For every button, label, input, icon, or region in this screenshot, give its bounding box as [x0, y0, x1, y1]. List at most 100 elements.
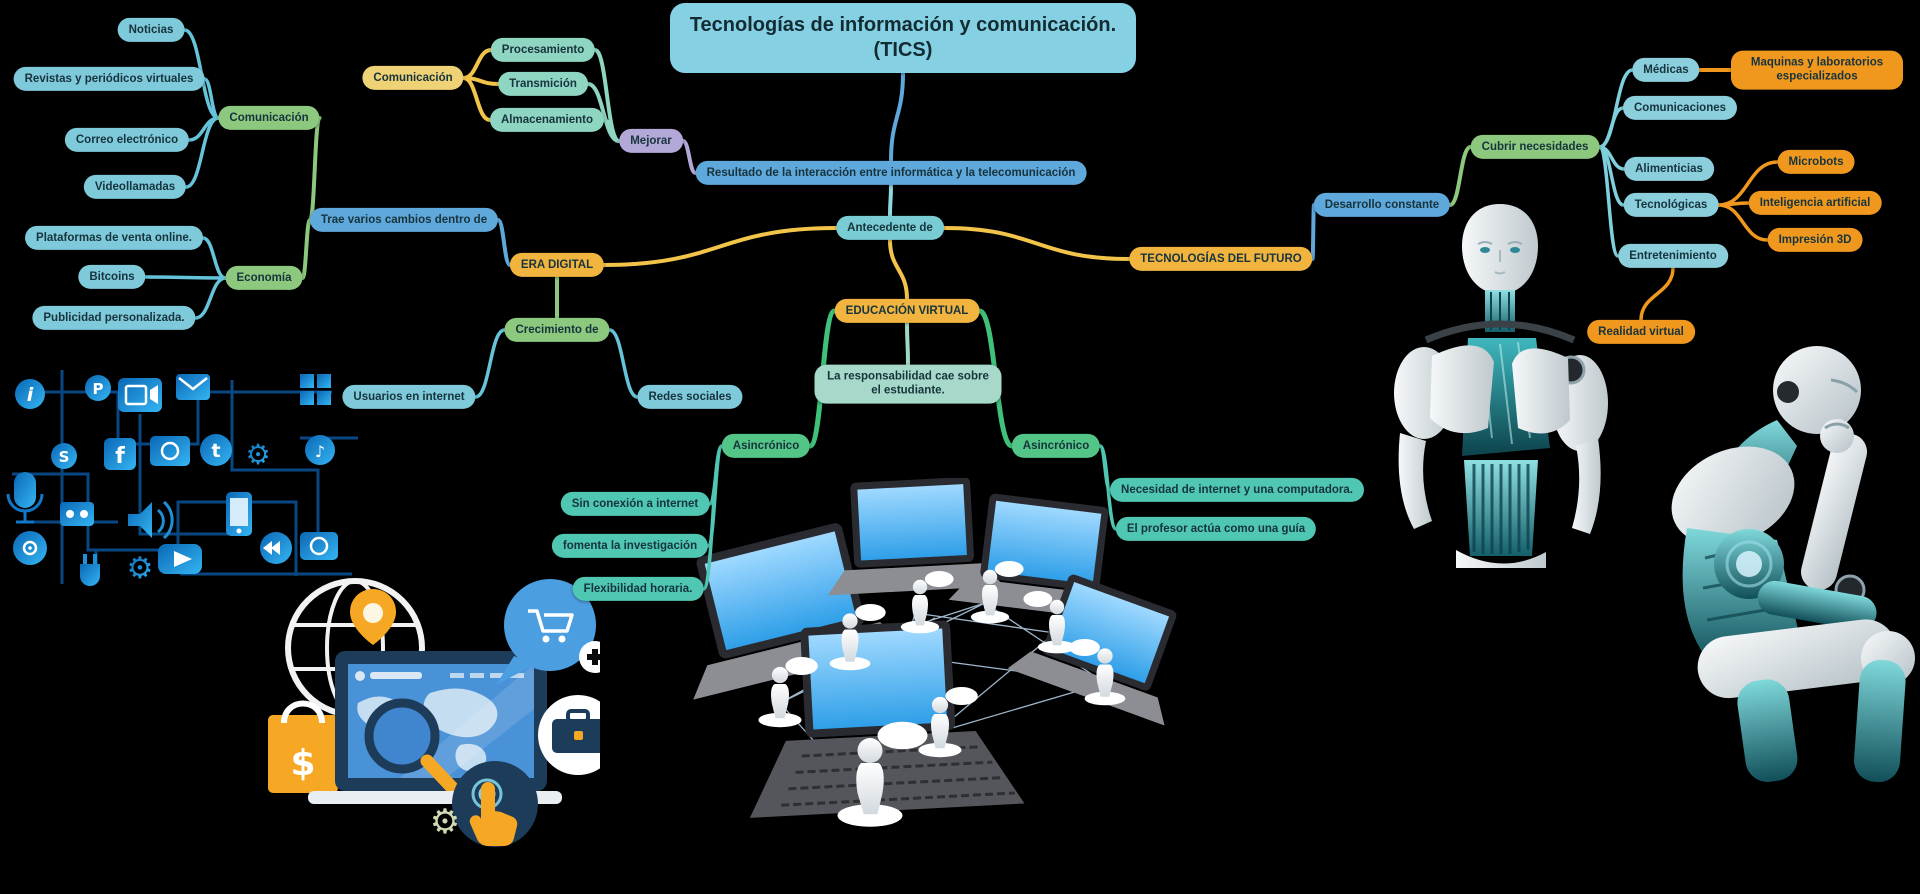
info-icon: i: [15, 379, 45, 409]
node-bitcoins: Bitcoins: [78, 264, 146, 290]
person-figure: [1023, 591, 1077, 654]
edge-trae_cambios-era_digital: [496, 218, 512, 267]
node-comunicacion_left: Comunicación: [218, 105, 320, 131]
node-comunicacion_top: Comunicación: [362, 65, 464, 91]
node-asinc_l: Asincrónico: [721, 433, 811, 459]
node-usuarios: Usuarios en internet: [342, 384, 476, 410]
gear-icon: ⚙: [245, 438, 270, 471]
laptop-icon: [827, 478, 1004, 596]
hand-pointer-icon: [452, 761, 538, 847]
gear-sage-icon: ⚙: [430, 802, 460, 842]
svg-text:f: f: [115, 444, 125, 469]
node-microbots: Microbots: [1777, 149, 1855, 175]
node-noticias: Noticias: [117, 17, 185, 43]
laptop-map-illustration: [308, 651, 562, 804]
mail-icon: [176, 374, 210, 400]
microphone-icon: [6, 472, 44, 524]
person-figure: [900, 571, 954, 634]
rewind-icon: [260, 532, 292, 564]
node-antecedente: Antecedente de: [836, 215, 944, 241]
magnifier-icon: [364, 698, 440, 774]
edge-antecedente-educacion: [888, 238, 909, 301]
node-desarrollo: Desarrollo constante: [1313, 192, 1451, 218]
node-tec_futuro: TECNOLOGÍAS DEL FUTURO: [1129, 246, 1313, 272]
svg-text:S: S: [59, 448, 70, 466]
facebook-icon: f: [104, 438, 136, 470]
node-entretenimiento: Entretenimiento: [1618, 243, 1728, 269]
node-economia: Economía: [225, 265, 303, 291]
node-correo: Correo electrónico: [64, 127, 190, 153]
node-impresion: Impresión 3D: [1767, 227, 1863, 253]
person-figure: [970, 561, 1024, 624]
node-title: Tecnologías de información y comunicació…: [670, 3, 1136, 73]
gear2-icon: ⚙: [127, 551, 154, 586]
node-transmicion: Transmición: [498, 71, 588, 97]
node-plataformas: Plataformas de venta online.: [25, 225, 203, 251]
edge-tecnologicas-impresion: [1716, 203, 1770, 242]
edge-asinc_l-flexibilidad: [701, 444, 724, 591]
node-cubrir: Cubrir necesidades: [1470, 134, 1600, 160]
skype-icon: S: [51, 443, 77, 469]
plug-icon: [80, 554, 100, 586]
node-trae_cambios: Trae varios cambios dentro de: [309, 207, 499, 233]
windows-icon: [300, 374, 331, 405]
edge-tec_futuro-desarrollo: [1310, 203, 1316, 261]
edge-desarrollo-cubrir: [1448, 145, 1473, 207]
node-almacenamiento: Almacenamiento: [489, 107, 605, 133]
location-pin-icon: [350, 589, 396, 645]
edge-resultado-antecedente: [888, 183, 893, 218]
person-figure: [758, 657, 818, 728]
thinking-robot-illustration: [1671, 346, 1915, 783]
svg-text:⚙: ⚙: [127, 551, 154, 586]
edge-bitcoins-economia: [143, 275, 228, 280]
node-redes: Redes sociales: [637, 384, 743, 410]
node-videollamadas: Videollamadas: [83, 174, 187, 200]
edge-cubrir-entretenimiento: [1597, 145, 1620, 258]
youtube-play-icon: [158, 544, 202, 574]
edge-comunicacion_left-trae_cambios: [308, 116, 322, 222]
node-responsabilidad: La responsabilidad cae sobre el estudian…: [814, 364, 1002, 404]
edge-crecimiento-redes: [607, 328, 640, 399]
vinyl-icon: [13, 531, 47, 565]
edge-asinc_r-profesor: [1098, 444, 1118, 531]
svg-text:♪: ♪: [315, 442, 325, 461]
music-icon: ♪: [305, 435, 335, 465]
edge-economia-trae_cambios: [300, 218, 312, 280]
shopping-bag-icon: $: [268, 700, 338, 793]
node-fomenta: fomenta la investigación: [551, 533, 709, 559]
robot-face: [1477, 241, 1523, 275]
social-media-icons-illustration: i P S f t ⚙ ♪ ⚙: [6, 370, 358, 586]
cart-speech-bubble-icon: [496, 579, 596, 685]
node-profesor: El profesor actúa como una guía: [1115, 516, 1317, 542]
node-maquinas: Maquinas y laboratorios especializados: [1731, 50, 1903, 90]
node-resultado: Resultado de la interacción entre inform…: [695, 160, 1087, 186]
person-figure: [918, 687, 978, 758]
node-revistas: Revistas y periódicos virtuales: [13, 66, 205, 92]
edge-mejorar-resultado: [681, 139, 698, 175]
person-figure: [829, 604, 886, 671]
edge-entretenimiento-realidad: [1639, 266, 1675, 322]
edge-crecimiento-usuarios: [473, 328, 507, 399]
node-realidad: Realidad virtual: [1587, 319, 1695, 345]
svg-text:P: P: [93, 380, 104, 398]
node-procesamiento: Procesamiento: [490, 37, 596, 63]
edge-antecedente-tec_futuro: [942, 226, 1132, 261]
video-camera-icon: [118, 378, 162, 412]
node-educacion: EDUCACIÓN VIRTUAL: [834, 298, 980, 324]
node-mejorar: Mejorar: [619, 128, 683, 154]
laptop-icon: [693, 523, 909, 700]
edge-videollamadas-comunicacion_left: [184, 116, 221, 189]
person-figure: [837, 721, 928, 827]
speaker-icon: [128, 500, 174, 540]
edge-cubrir-comunicaciones: [1597, 106, 1625, 149]
edge-educacion-responsabilidad: [905, 321, 910, 367]
edge-title-resultado: [889, 71, 905, 163]
ecommerce-illustration: $: [268, 578, 600, 847]
node-necesidad: Necesidad de internet y una computadora.: [1110, 477, 1364, 503]
edge-plataformas-economia: [201, 236, 228, 280]
node-publicidad: Publicidad personalizada.: [32, 305, 196, 331]
twitter-icon: t: [200, 434, 232, 466]
photo-camera-icon: [150, 436, 190, 466]
node-comunicaciones: Comunicaciones: [1622, 95, 1738, 121]
